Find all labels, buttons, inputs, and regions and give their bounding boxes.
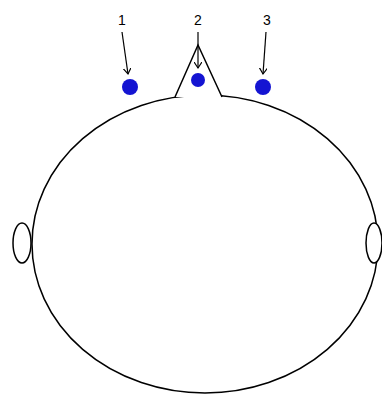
callout-number: 2 — [194, 12, 202, 28]
leader-arrow — [197, 32, 198, 68]
blue-dot — [191, 73, 205, 87]
left-ear — [13, 223, 31, 263]
callout-number: 1 — [118, 12, 126, 28]
right-ear — [366, 223, 382, 263]
callout-number: 3 — [263, 12, 271, 28]
leader-arrow — [122, 32, 128, 74]
blue-dot — [122, 79, 138, 95]
blue-dot — [255, 79, 271, 95]
leader-arrow — [263, 32, 266, 74]
head-outline — [32, 95, 378, 393]
